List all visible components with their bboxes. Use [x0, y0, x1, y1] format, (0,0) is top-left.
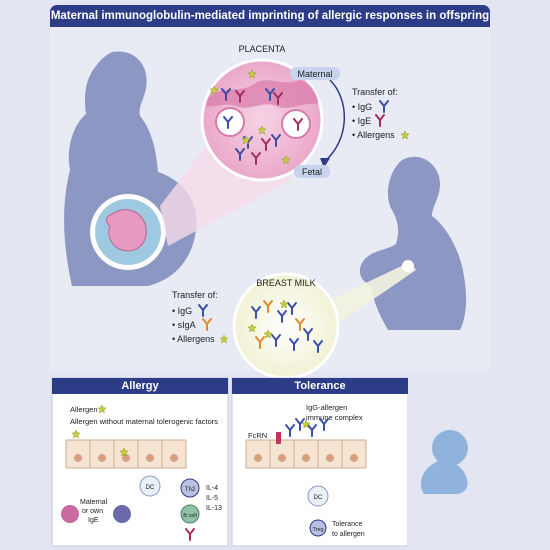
tolerance-epithelium — [245, 439, 367, 469]
maternal-label: Maternal — [297, 69, 332, 79]
maternal-ige-line2: or own — [82, 508, 103, 515]
maternal-ige-line3: IgE — [88, 517, 99, 524]
placenta-villi-top — [206, 80, 318, 108]
vessel-right — [281, 109, 311, 139]
transfer-arrow — [323, 79, 346, 163]
placenta-item-ige: • IgE — [352, 116, 371, 126]
milk-transfer-title: Transfer of: — [172, 290, 218, 300]
cytokine-il5: IL-5 — [206, 495, 218, 502]
fetal-label: Fetal — [302, 167, 322, 177]
milk-item-igg: • IgG — [172, 306, 192, 316]
fetal-pill — [294, 165, 330, 178]
outcome-line2: to allergen — [332, 531, 365, 538]
bcell-label: B cell — [183, 513, 196, 519]
fcrn-label: FcRN — [248, 431, 267, 440]
milk-item-siga: • sIgA — [172, 320, 196, 330]
milk-item-allergens: • Allergens — [172, 334, 215, 344]
placenta-transfer-title: Transfer of: — [352, 87, 398, 97]
fcrn-receptor — [276, 432, 281, 444]
allergy-legend-without: Allergen without maternal tolerogenic fa… — [70, 417, 218, 426]
milk-beam — [330, 262, 416, 322]
fetus-shape — [105, 209, 147, 252]
tolerance-header: Tolerance — [232, 378, 408, 394]
treg-cell — [309, 519, 327, 537]
allergy-dc-cell — [139, 475, 161, 497]
mast-cell-left — [61, 505, 79, 523]
mast-cell-right — [113, 505, 131, 523]
bcell-cell — [180, 504, 200, 524]
treg-label: Treg — [312, 527, 323, 533]
cytokine-il4: IL-4 — [206, 485, 218, 492]
placenta-item-allergens: • Allergens — [352, 130, 395, 140]
allergy-legend-allergen: Allergen — [70, 405, 98, 414]
cytokine-il13: IL-13 — [206, 505, 222, 512]
breast-milk-circle — [232, 272, 340, 380]
th2-label: Th2 — [185, 487, 196, 493]
crawling-baby-silhouette — [420, 430, 468, 494]
figure-title: Maternal immunoglobulin-mediated imprint… — [50, 5, 490, 27]
allergy-dc-label: DC — [146, 485, 155, 491]
breast-milk-label: BREAST MILK — [256, 278, 315, 288]
maternal-ige-line1: Maternal — [80, 499, 108, 506]
tolerance-dc-label: DC — [314, 495, 323, 501]
complex-line1: IgG-allergen — [306, 403, 347, 412]
th2-cell — [180, 478, 200, 498]
allergy-header: Allergy — [52, 378, 228, 394]
breast-highlight — [402, 260, 414, 272]
placenta-label: PLACENTA — [239, 44, 286, 54]
maternal-pill — [290, 67, 340, 80]
placenta-item-igg: • IgG — [352, 102, 372, 112]
allergy-epithelium — [65, 439, 187, 469]
outcome-line1: Tolerance — [332, 521, 362, 528]
tolerance-dc-cell — [307, 485, 329, 507]
transfer-arrow-head — [320, 158, 330, 168]
vessel-left — [215, 107, 245, 137]
complex-line2: immune complex — [306, 413, 363, 422]
